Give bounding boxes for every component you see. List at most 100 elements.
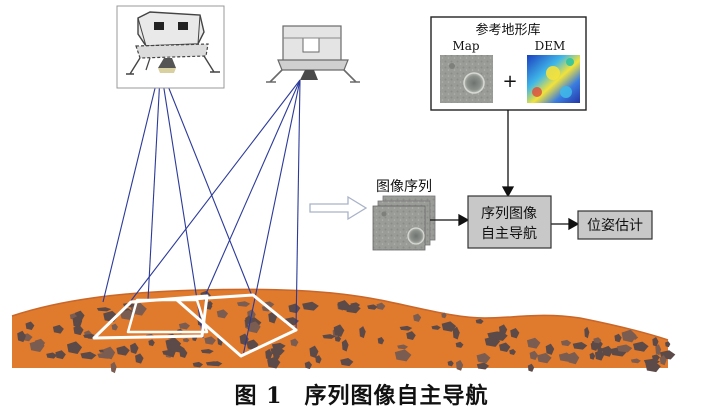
rock bbox=[614, 333, 622, 343]
rock bbox=[103, 346, 116, 360]
rock bbox=[572, 341, 588, 350]
arrow-head-right-2 bbox=[568, 217, 580, 231]
ray-line bbox=[102, 75, 159, 303]
rock bbox=[652, 336, 659, 347]
lander-rendered bbox=[266, 25, 360, 83]
nav-process-box: 序列图像 自主导航 bbox=[467, 195, 552, 249]
rock bbox=[431, 325, 441, 330]
rock bbox=[333, 324, 345, 337]
rock bbox=[367, 304, 378, 310]
map-label: Map bbox=[452, 39, 479, 53]
rock bbox=[593, 337, 602, 344]
rock bbox=[621, 329, 637, 343]
rock bbox=[545, 343, 555, 355]
arrow-head-right-1 bbox=[458, 213, 470, 227]
rock bbox=[322, 334, 336, 339]
rock bbox=[394, 349, 412, 362]
reference-terrain-panel: 参考地形库 Map DEM + bbox=[430, 16, 587, 111]
rock bbox=[527, 337, 541, 349]
footprint-overlap bbox=[126, 298, 209, 334]
rock bbox=[178, 322, 191, 330]
rock bbox=[17, 330, 26, 343]
rock bbox=[441, 321, 457, 332]
rock bbox=[376, 302, 386, 310]
rock bbox=[96, 307, 112, 312]
pose-box-label: 位姿估计 bbox=[587, 218, 643, 234]
rock bbox=[110, 361, 117, 374]
rock bbox=[413, 313, 422, 322]
rock bbox=[643, 358, 661, 365]
rock bbox=[399, 325, 413, 331]
plus-sign: + bbox=[502, 71, 517, 92]
rock bbox=[594, 350, 605, 361]
rock bbox=[630, 358, 641, 364]
rock bbox=[265, 348, 273, 361]
rock bbox=[455, 359, 464, 371]
rock bbox=[204, 336, 216, 345]
rock bbox=[584, 326, 590, 339]
rock bbox=[341, 339, 349, 352]
lander-sketch bbox=[116, 5, 225, 89]
rock bbox=[397, 344, 409, 350]
observation-rays bbox=[102, 75, 301, 357]
ray-line bbox=[161, 75, 204, 339]
reference-db-title: 参考地形库 bbox=[475, 22, 540, 38]
dem-label: DEM bbox=[535, 39, 566, 53]
rock bbox=[655, 344, 662, 356]
rock bbox=[148, 339, 155, 347]
rock bbox=[34, 338, 46, 348]
rock bbox=[309, 345, 319, 359]
figure-number: 图 1 bbox=[234, 383, 283, 409]
footprint-right bbox=[175, 293, 298, 358]
rock bbox=[73, 325, 84, 336]
rock bbox=[601, 345, 613, 357]
rock bbox=[25, 321, 35, 331]
rock bbox=[239, 333, 249, 346]
ray-line bbox=[204, 79, 301, 297]
rock bbox=[200, 348, 214, 354]
rock bbox=[529, 350, 538, 360]
rock bbox=[290, 338, 299, 347]
figure-caption: 图 1 序列图像自主导航 bbox=[0, 378, 723, 410]
terrain-rim-highlight bbox=[11, 288, 669, 341]
rock bbox=[315, 355, 322, 364]
figure-title: 序列图像自主导航 bbox=[304, 383, 489, 409]
rock bbox=[205, 361, 220, 367]
rock bbox=[271, 342, 286, 350]
rock bbox=[659, 355, 667, 366]
rock bbox=[247, 321, 261, 334]
map-thumbnail bbox=[440, 55, 493, 103]
ray-line bbox=[295, 79, 301, 331]
pose-estimate-box: 位姿估计 bbox=[577, 210, 653, 240]
rock bbox=[633, 341, 649, 352]
arrow-head-down bbox=[501, 186, 515, 198]
rock bbox=[475, 318, 484, 324]
rock bbox=[665, 341, 671, 348]
rock bbox=[116, 345, 130, 356]
ray-line bbox=[129, 79, 301, 303]
rock bbox=[455, 341, 464, 348]
rock bbox=[476, 362, 490, 370]
rock bbox=[567, 351, 580, 365]
rock bbox=[510, 328, 520, 339]
camera-footprints bbox=[92, 293, 298, 358]
nav-box-line1: 序列图像 bbox=[481, 206, 537, 222]
rock bbox=[182, 338, 190, 343]
rock bbox=[499, 342, 511, 352]
rock bbox=[537, 352, 552, 364]
rock bbox=[80, 351, 97, 360]
ray-line bbox=[242, 79, 301, 357]
rock bbox=[589, 352, 596, 360]
dem-thumbnail bbox=[527, 55, 580, 103]
rock bbox=[111, 323, 118, 331]
rock bbox=[509, 349, 516, 355]
rock bbox=[270, 346, 285, 356]
rock bbox=[192, 361, 204, 368]
image-sequence-label: 图像序列 bbox=[376, 179, 432, 195]
rock bbox=[46, 352, 58, 359]
rock bbox=[216, 309, 229, 319]
rock bbox=[406, 331, 416, 340]
sequence-arrow bbox=[309, 195, 368, 221]
rock bbox=[334, 335, 342, 342]
